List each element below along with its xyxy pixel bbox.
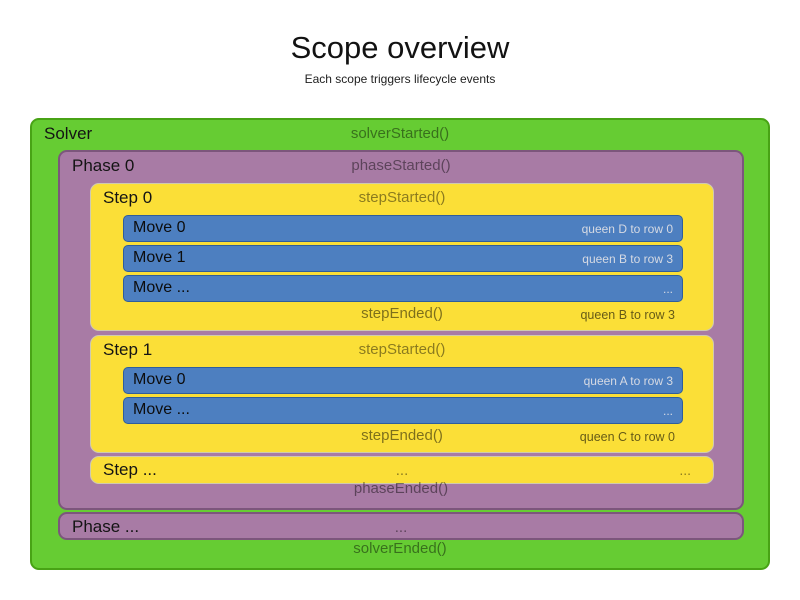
step-ellipsis-right: ... <box>679 462 691 478</box>
page-title: Scope overview <box>290 30 510 65</box>
move-row: Move 0 queen D to row 0 <box>123 215 683 242</box>
move-detail: queen A to row 3 <box>583 374 673 388</box>
phase-ellipsis-label: Phase ... <box>72 517 140 536</box>
step-1-header: Step 1 stepStarted() <box>91 336 713 366</box>
step-0-scope-box: Step 0 stepStarted() Move 0 queen D to r… <box>90 183 714 331</box>
move-label: Move ... <box>133 401 190 418</box>
solver-started-event: solverStarted() <box>350 125 450 142</box>
phase-ellipsis-center: ... <box>394 519 408 536</box>
step-ellipsis-center: ... <box>395 462 409 479</box>
phase-0-scope-box: Phase 0 phaseStarted() Step 0 stepStarte… <box>58 150 744 510</box>
step-ellipsis-box: Step ... ... ... <box>90 456 714 484</box>
phase-ellipsis-box: Phase ... ... <box>58 512 744 540</box>
step-0-ended-event: stepEnded() <box>361 305 443 322</box>
step-0-moves: Move 0 queen D to row 0 Move 1 queen B t… <box>123 215 683 305</box>
move-detail: queen B to row 3 <box>582 252 673 266</box>
move-label: Move 1 <box>133 249 186 266</box>
step-1-ended-detail: queen C to row 0 <box>579 430 675 444</box>
solver-ended-event: solverEnded() <box>353 540 447 557</box>
move-row: Move ... ... <box>123 275 683 302</box>
move-detail: queen D to row 0 <box>581 222 673 236</box>
step-0-ended-detail: queen B to row 3 <box>580 308 675 322</box>
step-0-ended-row: stepEnded() queen B to row 3 <box>91 302 713 328</box>
move-row: Move 0 queen A to row 3 <box>123 367 683 394</box>
step-1-label: Step 1 <box>103 340 153 359</box>
move-row: Move 1 queen B to row 3 <box>123 245 683 272</box>
step-0-label: Step 0 <box>103 188 153 207</box>
step-ellipsis-label: Step ... <box>103 460 157 479</box>
step-1-scope-box: Step 1 stepStarted() Move 0 queen A to r… <box>90 335 714 453</box>
move-label: Move 0 <box>133 371 186 388</box>
phase-started-event: phaseStarted() <box>351 157 451 174</box>
solver-scope-box: Solver solverStarted() Phase 0 phaseStar… <box>30 118 770 570</box>
phase-0-label: Phase 0 <box>72 156 135 175</box>
solver-header: Solver solverStarted() <box>32 120 768 150</box>
move-label: Move 0 <box>133 219 186 236</box>
step-1-moves: Move 0 queen A to row 3 Move ... ... <box>123 367 683 427</box>
page-subtitle: Each scope triggers lifecycle events <box>304 72 496 86</box>
move-detail: ... <box>662 282 673 296</box>
step-0-started-event: stepStarted() <box>358 189 446 206</box>
step-1-started-event: stepStarted() <box>358 341 446 358</box>
step-1-ended-event: stepEnded() <box>361 427 443 444</box>
step-1-ended-row: stepEnded() queen C to row 0 <box>91 424 713 450</box>
solver-label: Solver <box>44 124 93 143</box>
move-row: Move ... ... <box>123 397 683 424</box>
move-label: Move ... <box>133 279 190 296</box>
step-0-header: Step 0 stepStarted() <box>91 184 713 214</box>
phase-0-header: Phase 0 phaseStarted() <box>60 152 742 182</box>
phase-ended-event: phaseEnded() <box>353 480 449 497</box>
move-detail: ... <box>662 404 673 418</box>
